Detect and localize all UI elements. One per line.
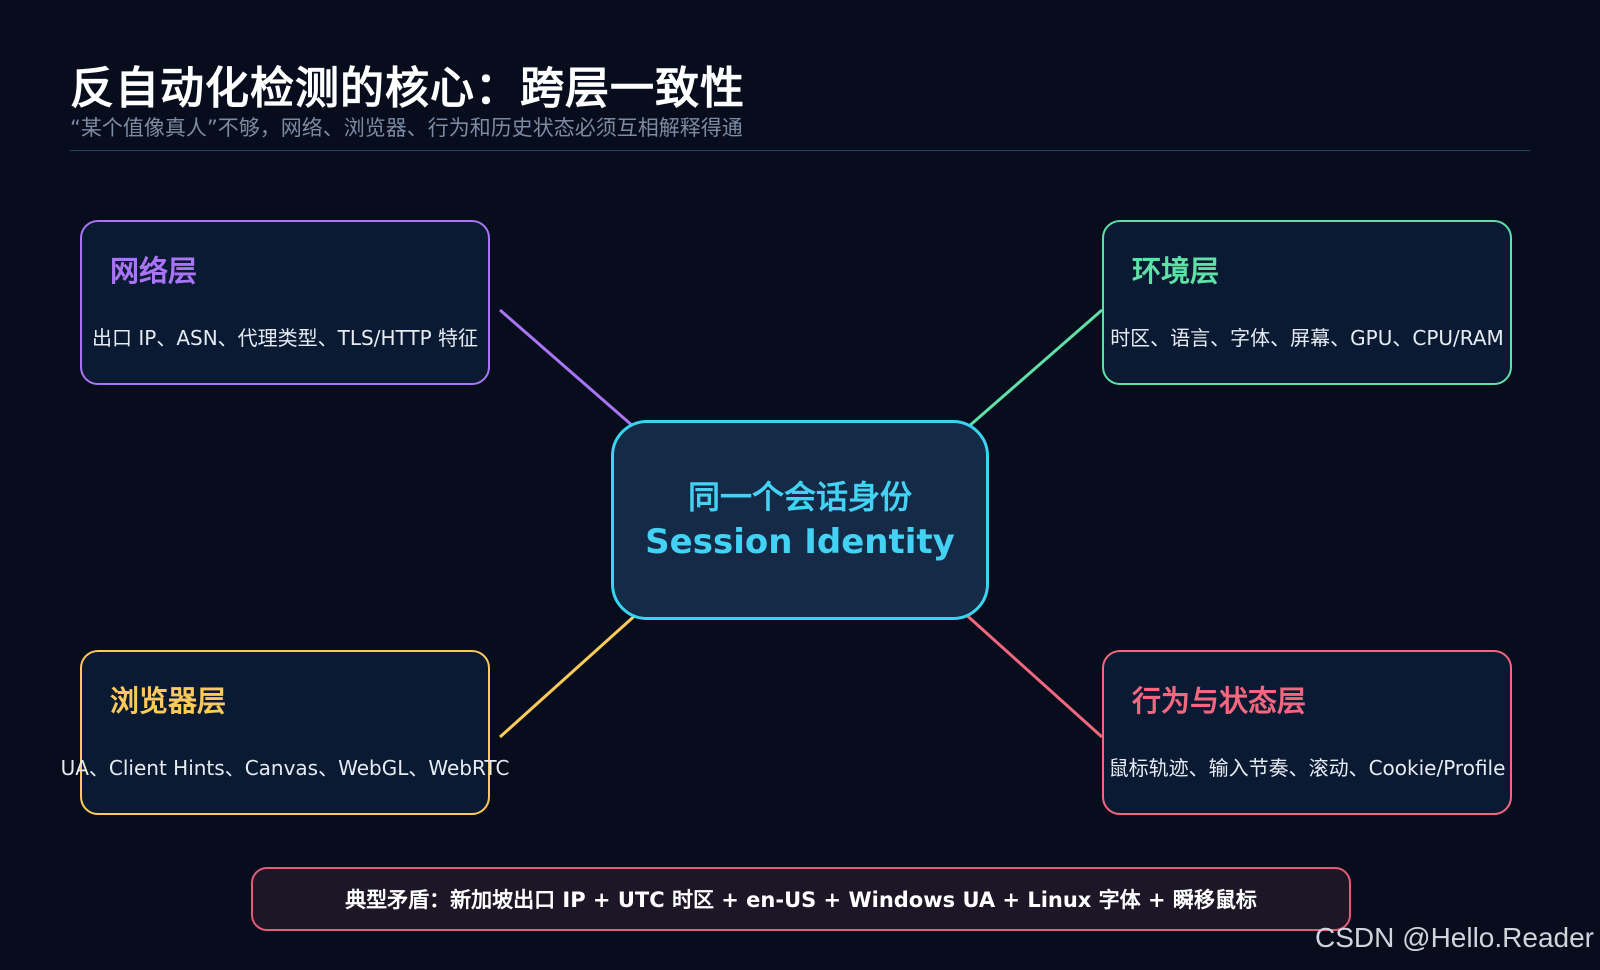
layer-browser-desc: UA、Client Hints、Canvas、WebGL、WebRTC xyxy=(60,756,510,780)
contradiction-example-text: 典型矛盾：新加坡出口 IP + UTC 时区 + en-US + Windows… xyxy=(345,888,1257,912)
session-identity-title-en: Session Identity xyxy=(645,522,955,562)
page-subtitle: “某个值像真人”不够，网络、浏览器、行为和历史状态必须互相解释得通 xyxy=(70,116,743,140)
layer-network-title: 网络层 xyxy=(110,254,198,288)
arrow-network xyxy=(499,308,652,443)
contradiction-example-box: 典型矛盾：新加坡出口 IP + UTC 时区 + en-US + Windows… xyxy=(251,867,1351,931)
arrow-behavior xyxy=(950,600,1104,739)
header-divider xyxy=(70,150,1530,151)
layer-behavior-title: 行为与状态层 xyxy=(1132,684,1307,718)
page-title: 反自动化检测的核心：跨层一致性 xyxy=(70,63,745,114)
layer-network-desc: 出口 IP、ASN、代理类型、TLS/HTTP 特征 xyxy=(92,326,478,350)
layer-environment: 环境层 时区、语言、字体、屏幕、GPU、CPU/RAM xyxy=(1102,220,1512,385)
arrow-environment xyxy=(950,308,1103,443)
layer-browser: 浏览器层 UA、Client Hints、Canvas、WebGL、WebRTC xyxy=(61,650,509,815)
layer-browser-title: 浏览器层 xyxy=(110,684,227,718)
session-identity-title-zh: 同一个会话身份 xyxy=(687,478,912,516)
layer-environment-title: 环境层 xyxy=(1132,254,1220,288)
watermark: CSDN @Hello.Reader xyxy=(1315,922,1594,953)
arrow-browser xyxy=(498,600,652,739)
layer-environment-desc: 时区、语言、字体、屏幕、GPU、CPU/RAM xyxy=(1110,326,1504,350)
layer-behavior-desc: 鼠标轨迹、输入节奏、滚动、Cookie/Profile xyxy=(1108,756,1506,780)
layer-behavior: 行为与状态层 鼠标轨迹、输入节奏、滚动、Cookie/Profile xyxy=(1102,650,1512,815)
session-identity-node: 同一个会话身份 Session Identity xyxy=(611,420,989,620)
layer-network: 网络层 出口 IP、ASN、代理类型、TLS/HTTP 特征 xyxy=(80,220,490,385)
